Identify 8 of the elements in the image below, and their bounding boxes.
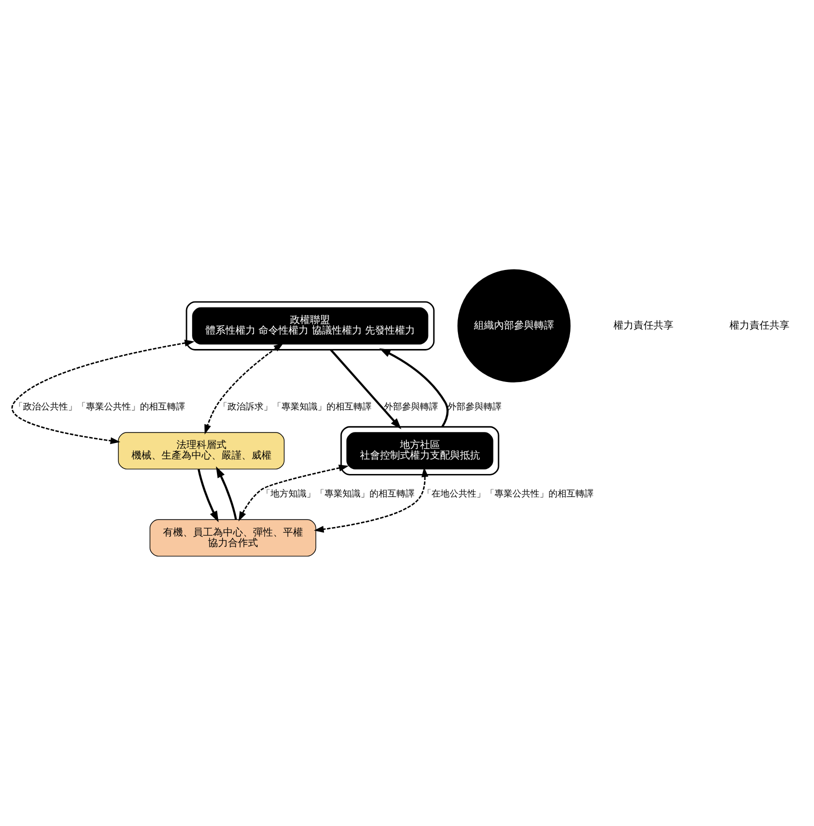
label: 權力責任共享	[613, 320, 674, 332]
edge-label: 「政治公共性」「專業公共性」的相互轉譯	[14, 402, 186, 413]
edge-label: 「地方知識」「專業知識」的相互轉譯	[261, 490, 414, 500]
label: 權力責任共享	[729, 320, 790, 332]
edge-label: 外部參與轉譯	[447, 402, 502, 413]
edge-label: 外部參與轉譯	[384, 402, 438, 413]
edge-label: 「在地公共性」「專業公共性」的相互轉譯	[422, 490, 594, 500]
edge-label: 「政治訴求」「專業知識」的相互轉譯	[218, 402, 372, 413]
